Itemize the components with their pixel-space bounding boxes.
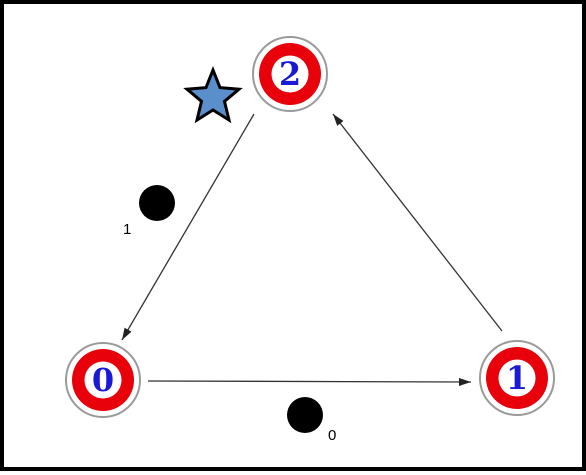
token-edge-0-1-label: 0 xyxy=(328,427,336,444)
state-diagram: 1 0 2 0 1 xyxy=(65,36,555,444)
node-2: 2 xyxy=(252,36,328,112)
token-edge-2-0 xyxy=(139,185,175,221)
star-icon xyxy=(183,65,243,124)
edge-1-2 xyxy=(332,113,503,332)
edge-2-0 xyxy=(121,113,255,341)
node-1-label: 1 xyxy=(506,359,528,397)
node-2-label: 2 xyxy=(279,55,301,93)
edge-0-1 xyxy=(147,377,472,386)
token-edge-2-0-label: 1 xyxy=(123,221,131,238)
node-0-label: 0 xyxy=(92,361,114,399)
node-0: 0 xyxy=(65,342,141,418)
token-edge-0-1 xyxy=(287,397,323,433)
node-1: 1 xyxy=(479,340,555,416)
